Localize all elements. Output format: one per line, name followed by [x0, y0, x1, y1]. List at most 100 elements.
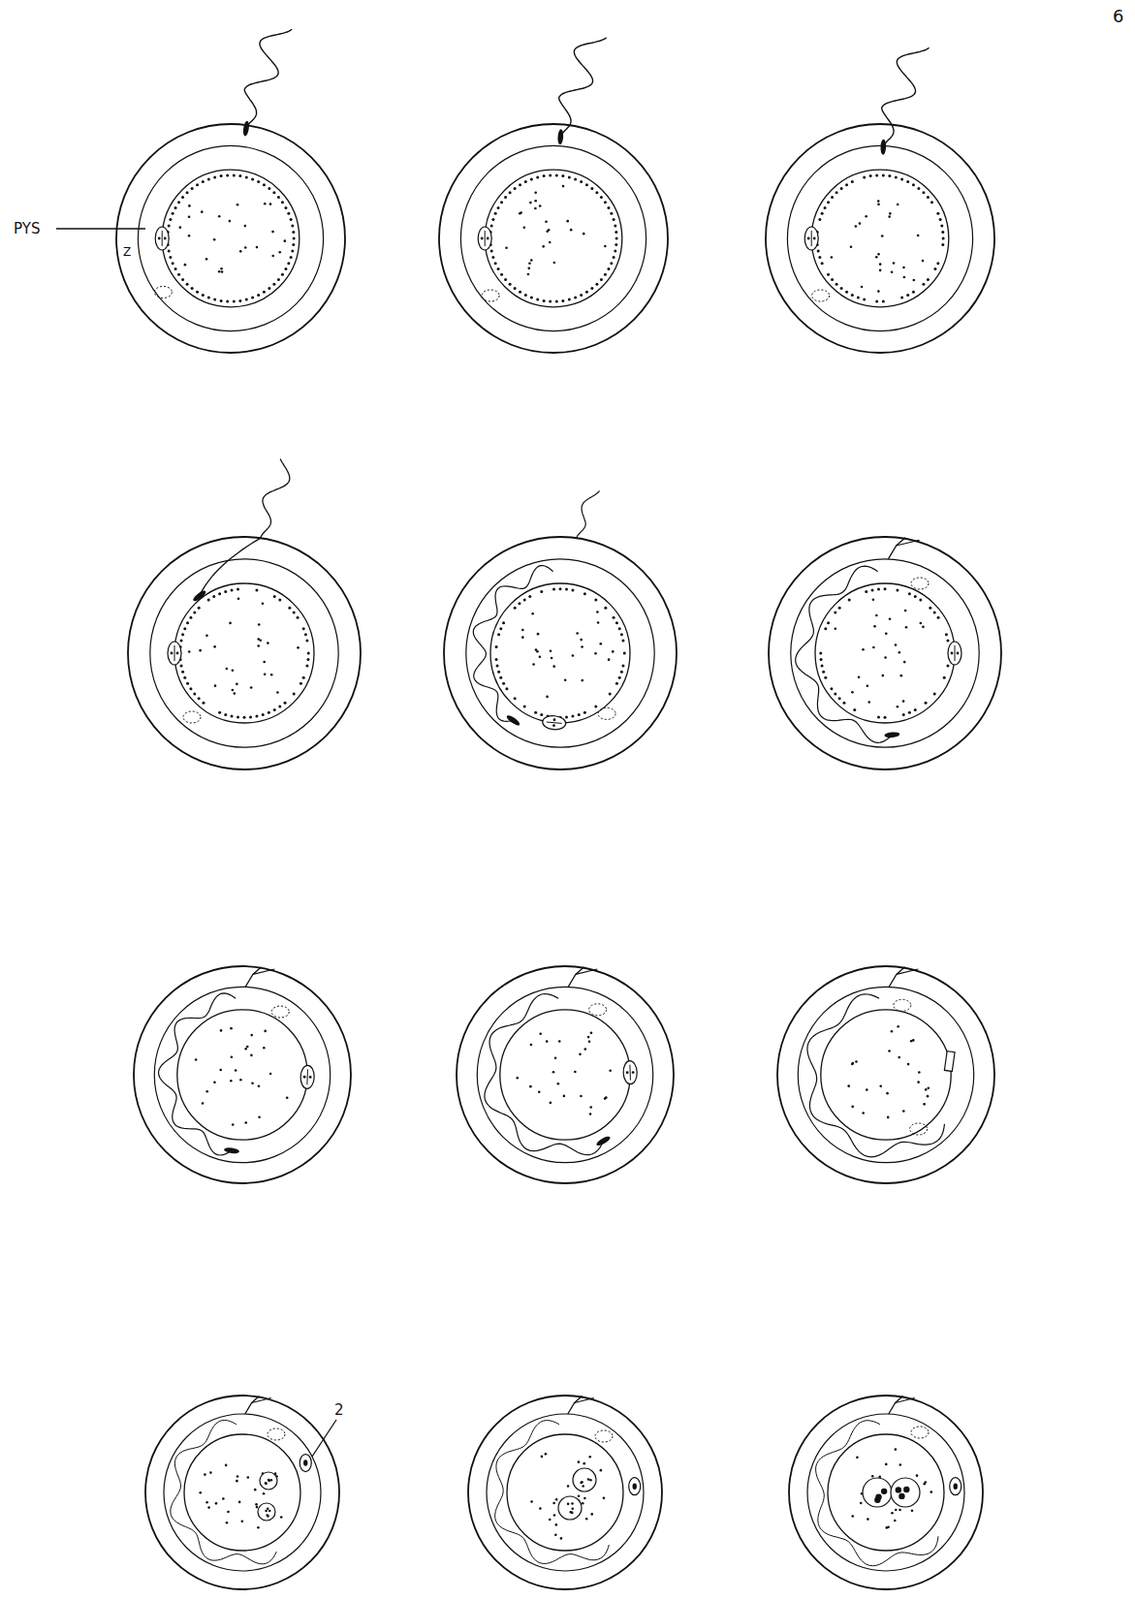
- cortical-granule: [612, 616, 616, 620]
- cortical-granule: [291, 243, 295, 247]
- yolk-dot: [253, 1488, 257, 1492]
- cortical-granule: [181, 670, 185, 674]
- cortical-granule: [914, 708, 917, 712]
- yolk-dot: [890, 270, 894, 274]
- cortical-granule: [535, 175, 539, 179]
- cortical-granule: [220, 299, 223, 303]
- yolk-dot: [875, 614, 879, 618]
- cortical-granule: [177, 200, 181, 204]
- vitellus: [820, 1009, 951, 1140]
- vitellus: [484, 169, 623, 308]
- yolk-dot: [926, 1095, 930, 1099]
- yolk-dot: [226, 1511, 230, 1514]
- yolk-dot: [256, 1526, 260, 1530]
- yolk-dot: [904, 609, 908, 613]
- vitellus: [827, 1434, 945, 1551]
- cortical-granule: [882, 173, 885, 177]
- cortical-granule: [302, 627, 306, 631]
- yolk-dot: [553, 261, 557, 265]
- spindle: [947, 641, 962, 665]
- cortical-granule: [181, 195, 185, 199]
- yolk-dot: [563, 1095, 567, 1099]
- nucleolus: [267, 1479, 271, 1482]
- chromosome: [813, 237, 817, 241]
- cortical-granule: [539, 713, 543, 717]
- cortical-granule: [530, 296, 534, 300]
- cortical-granule: [924, 701, 928, 705]
- yolk-dot: [271, 254, 275, 258]
- yolk-dot: [523, 225, 527, 229]
- zona-outer: [443, 536, 677, 770]
- cortical-granule: [223, 590, 227, 594]
- cortical-granule: [612, 218, 616, 221]
- cortical-granule: [937, 616, 941, 620]
- cortical-granule: [830, 195, 834, 199]
- yolk-dot: [888, 617, 892, 621]
- yolk-dot: [590, 1513, 594, 1516]
- yolk-dot: [261, 601, 265, 605]
- cortical-granule: [197, 696, 201, 700]
- yolk-dot: [188, 650, 191, 654]
- yolk-dot: [577, 1495, 581, 1499]
- zona-outer: [456, 966, 674, 1184]
- yolk-dot: [220, 270, 224, 274]
- cortical-granule: [535, 298, 539, 302]
- nucleolus: [579, 1481, 583, 1485]
- yolk-dot: [902, 699, 906, 703]
- yolk-dot: [902, 1109, 906, 1113]
- cortical-granule: [864, 590, 868, 594]
- yolk-dot: [529, 1085, 533, 1089]
- nucleolus: [898, 1493, 905, 1500]
- nucleolus: [567, 1503, 570, 1507]
- cortical-granule: [261, 713, 265, 717]
- yolk-dot: [573, 1071, 577, 1074]
- yolk-dot: [877, 203, 881, 207]
- nucleolus: [266, 1514, 270, 1518]
- yolk-dot: [194, 1058, 198, 1062]
- yolk-dot: [198, 1491, 202, 1495]
- spindle: [804, 226, 819, 251]
- first-polar-body: [910, 1123, 928, 1135]
- cortical-granule: [190, 187, 194, 190]
- cortical-granule: [186, 283, 190, 286]
- cortical-granule: [186, 190, 190, 194]
- yolk-dot: [218, 270, 221, 274]
- yolk-dot: [552, 1071, 556, 1074]
- cortical-granule: [171, 261, 175, 265]
- cortical-granule: [267, 187, 271, 190]
- cortical-granule: [933, 267, 937, 271]
- cortical-granule: [914, 595, 917, 599]
- nucleolus: [568, 1511, 572, 1514]
- cortical-granule: [585, 290, 589, 294]
- sperm-tail: [244, 29, 292, 129]
- cortical-granule: [542, 299, 546, 303]
- yolk-dot: [229, 1027, 233, 1031]
- cortical-granule: [212, 595, 216, 599]
- page-number: 6: [1112, 7, 1124, 26]
- cortical-granule: [603, 273, 607, 277]
- yolk-dot: [580, 679, 584, 683]
- yolk-dot: [285, 1096, 289, 1100]
- cortical-granule: [608, 693, 612, 696]
- cortical-granule: [883, 587, 887, 591]
- yolk-dot: [538, 204, 542, 208]
- zona-outer: [788, 1395, 983, 1590]
- sperm-head: [504, 713, 521, 727]
- chromosome: [807, 237, 811, 241]
- egg-figure: [443, 490, 677, 770]
- yolk-dot: [879, 1084, 883, 1088]
- cortical-granule: [565, 588, 568, 592]
- yolk-dot: [269, 202, 273, 206]
- yolk-dot: [866, 1517, 870, 1521]
- cortical-granule: [933, 693, 937, 696]
- yolk-dot: [912, 279, 915, 283]
- vitellus: [500, 1009, 631, 1140]
- cortical-granule: [579, 293, 583, 297]
- yolk-dot: [599, 642, 602, 646]
- cortical-granule: [908, 592, 912, 596]
- yolk-dot: [233, 692, 237, 695]
- yolk-dot: [538, 1032, 542, 1036]
- cortical-granule: [933, 610, 937, 614]
- zona-outer: [439, 124, 668, 353]
- yolk-dot: [236, 1475, 240, 1479]
